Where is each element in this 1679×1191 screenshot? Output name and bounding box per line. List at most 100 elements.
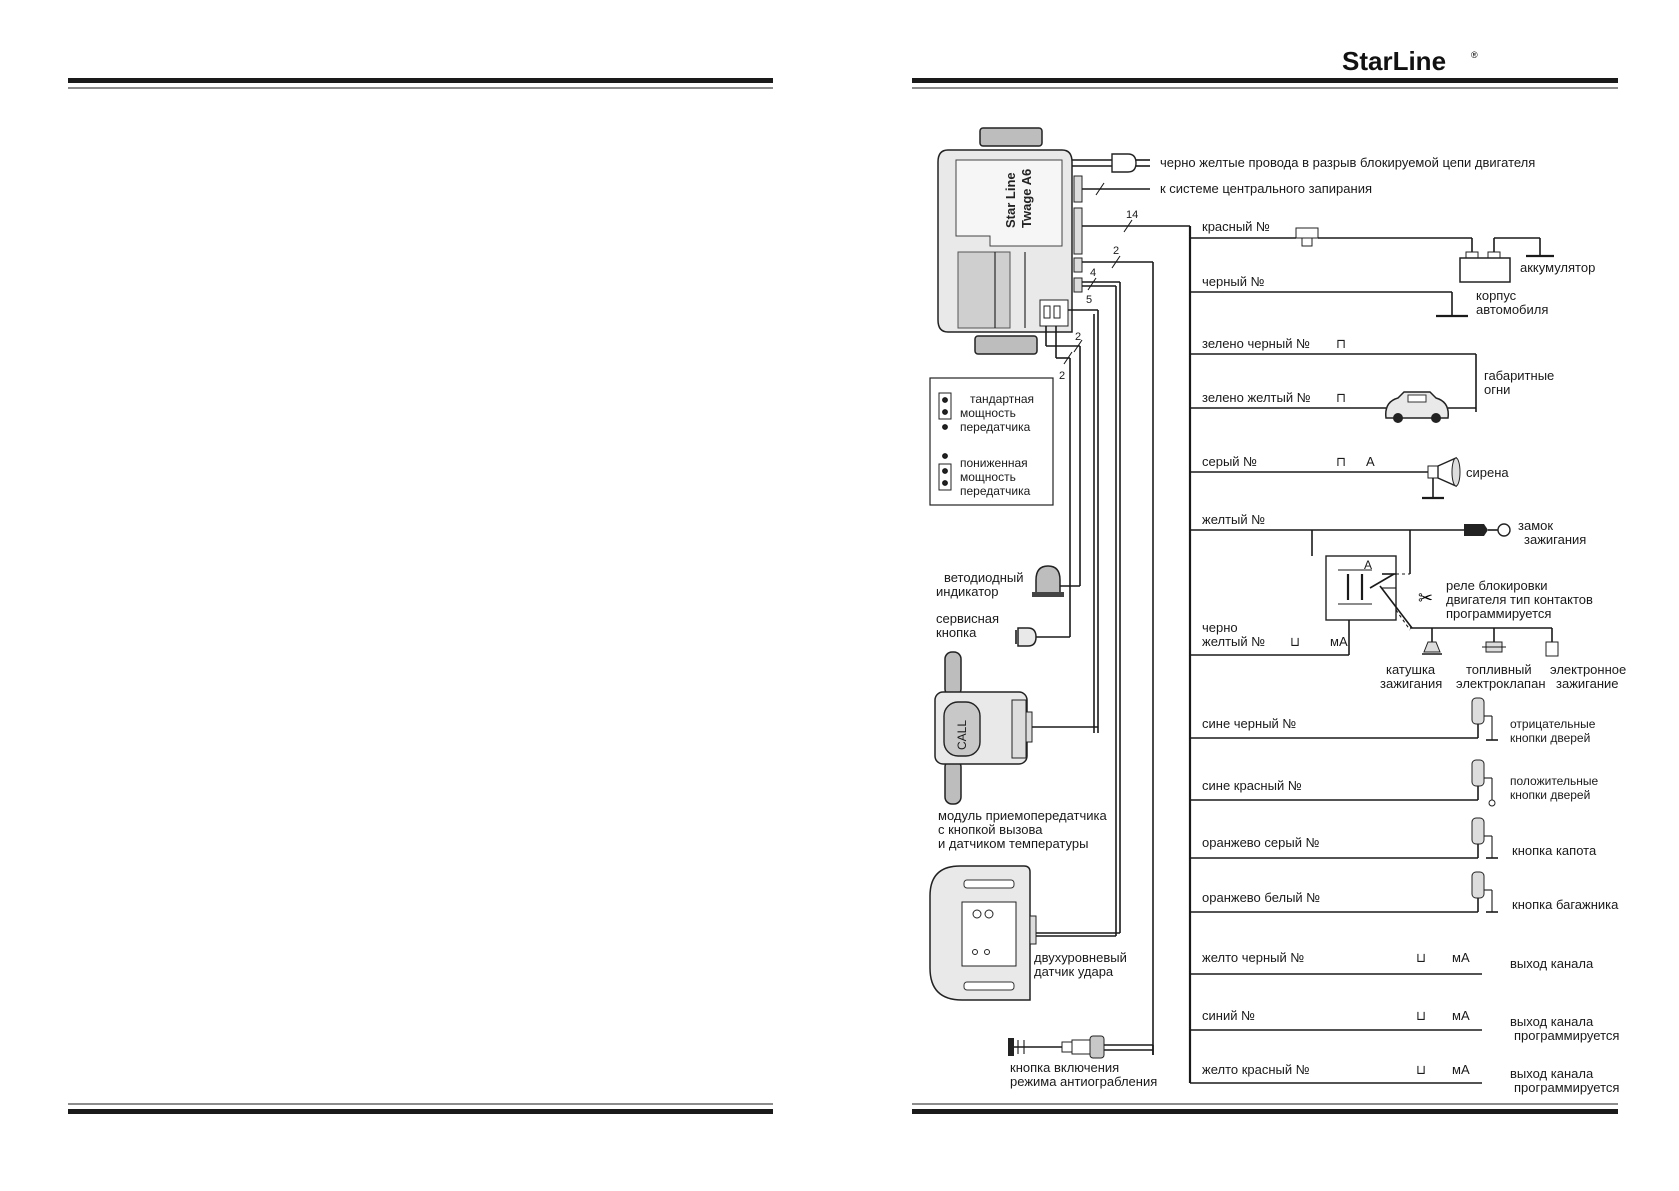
antihijack-label-2: режима антиограбления [1010, 1074, 1157, 1089]
central-lock-label: к системе центрального запирания [1160, 181, 1372, 196]
count-c2c: 2 [1059, 370, 1065, 382]
wire-label-4: зелено желтый № [1202, 390, 1311, 405]
count-c5: 5 [1086, 294, 1092, 306]
count-c4: 4 [1090, 267, 1096, 279]
wire-unit-13: мА [1452, 1008, 1470, 1023]
wire-label-7-2: желтый № [1202, 634, 1265, 649]
jumper-standard-3: передатчика [960, 420, 1031, 434]
jumper-reduced-1: пониженная [960, 456, 1028, 470]
pulse-icon-13: ⊔ [1416, 1008, 1426, 1023]
siren-label: сирена [1466, 465, 1509, 480]
pos-doors-label-2: кнопки дверей [1510, 788, 1590, 802]
door-buttons: отрицательные кнопки дверей положительны… [1190, 697, 1619, 913]
pulse-icon-5: ⊓ [1336, 454, 1346, 469]
wire-label-14: желто красный № [1202, 1062, 1310, 1077]
jumper-standard-2: мощность [960, 406, 1016, 420]
out3-label-1: выход канала [1510, 1066, 1594, 1081]
body-label-2: автомобиля [1476, 302, 1548, 317]
shock-label-2: датчик удара [1034, 964, 1114, 979]
transceiver-module: CALL модуль приемопередатчика с кнопкой … [934, 651, 1108, 851]
pulse-icon-3: ⊓ [1336, 336, 1346, 351]
trunk-label: кнопка багажника [1512, 897, 1619, 912]
neg-doors-label-2: кнопки дверей [1510, 731, 1590, 745]
shock-sensor: двухуровневый датчик удара [929, 865, 1127, 1001]
led-indicator: ветодиодный индикатор [936, 565, 1080, 599]
fuel-label-1: топливный [1466, 662, 1532, 677]
out1-label: выход канала [1510, 956, 1594, 971]
wire-label-3: зелено черный № [1202, 336, 1310, 351]
wire-label-8: сине черный № [1202, 716, 1296, 731]
electronic-label-2: зажигание [1556, 676, 1619, 691]
service-button: сервисная кнопка [936, 611, 1070, 647]
out3-label-2: программируется [1514, 1080, 1619, 1095]
jumper-box: тандартная мощность передатчика пониженн… [929, 377, 1054, 506]
transceiver-label-1: модуль приемопередатчика [938, 808, 1108, 823]
blocking-wires-label: черно желтые провода в разрыв блокируемо… [1160, 155, 1535, 170]
antihijack-label-1: кнопка включения [1010, 1060, 1119, 1075]
battery-label: аккумулятор [1520, 260, 1595, 275]
relay-a-label: А [1364, 558, 1372, 572]
pulse-icon-14: ⊔ [1416, 1062, 1426, 1077]
transceiver-label-3: и датчиком температуры [938, 836, 1088, 851]
wire-label-5: серый № [1202, 454, 1257, 469]
ignition-lock-label-2: зажигания [1524, 532, 1586, 547]
neg-doors-label-1: отрицательные [1510, 717, 1596, 731]
coil-label-1: катушка [1386, 662, 1436, 677]
scissors-icon: ✂ [1418, 588, 1433, 608]
unit-label-line2: Twage A6 [1019, 169, 1034, 228]
lights-label-2: огни [1484, 382, 1510, 397]
electronic-label-1: электронное [1550, 662, 1626, 677]
count-c2b: 2 [1075, 331, 1081, 343]
output-channels: выход канала выход канала программируетс… [1190, 956, 1619, 1095]
pulse-icon-7: ⊔ [1290, 634, 1300, 649]
wire-label-11: оранжево белый № [1202, 890, 1320, 905]
pos-doors-label-1: положительные [1510, 774, 1598, 788]
count-main: 14 [1126, 209, 1138, 221]
wire-rows: красный № черный № зелено черный № ⊓ зелено … [1202, 219, 1470, 1077]
relay-label-1: реле блокировки [1446, 578, 1548, 593]
wire-unit-12: мА [1452, 950, 1470, 965]
wire-label-2: черный № [1202, 274, 1265, 289]
body-ground: корпус автомобиля [1190, 288, 1548, 318]
hood-label: кнопка капота [1512, 843, 1597, 858]
jumper-reduced-2: мощность [960, 470, 1016, 484]
service-label-1: сервисная [936, 611, 999, 626]
coil-label-2: зажигания [1380, 676, 1442, 691]
pulse-icon-4: ⊓ [1336, 390, 1346, 405]
transceiver-label-2: с кнопкой вызова [938, 822, 1043, 837]
starline-logo: StarLine [1342, 46, 1446, 76]
jumper-standard-1: тандартная [970, 392, 1034, 406]
parking-lights: габаритные огни [1190, 353, 1554, 423]
registered-mark: ® [1471, 50, 1478, 60]
central-unit: Star Line Twage A6 [937, 127, 1083, 355]
left-page-rules [68, 78, 773, 1114]
relay-label-2: двигателя тип контактов [1446, 592, 1593, 607]
ignition-relay: замок зажигания А ✂ реле блокировки двиг… [1190, 518, 1626, 691]
fuel-label-2: электроклапан [1456, 676, 1546, 691]
relay-label-3: программируется [1446, 606, 1551, 621]
wire-label-12: желто черный № [1202, 950, 1304, 965]
led-label-2: индикатор [936, 584, 998, 599]
wire-unit-14: мА [1452, 1062, 1470, 1077]
pulse-icon-12: ⊔ [1416, 950, 1426, 965]
wire-label-9: сине красный № [1202, 778, 1302, 793]
lights-label-1: габаритные [1484, 368, 1554, 383]
siren: сирена [1190, 456, 1509, 500]
wire-label-6: желтый № [1202, 512, 1265, 527]
count-c2a: 2 [1113, 245, 1119, 257]
right-page-rules [912, 78, 1618, 1114]
battery-circuit: аккумулятор [1190, 227, 1595, 283]
shock-label-1: двухуровневый [1034, 950, 1127, 965]
wire-unit-7: мА [1330, 634, 1348, 649]
wire-label-1: красный № [1202, 219, 1270, 234]
service-label-2: кнопка [936, 625, 977, 640]
wire-unit-5: А [1366, 454, 1375, 469]
top-wires: черно желтые провода в разрыв блокируемо… [1072, 153, 1535, 196]
out2-label-2: программируется [1514, 1028, 1619, 1043]
wire-label-10: оранжево серый № [1202, 835, 1320, 850]
jumper-reduced-3: передатчика [960, 484, 1031, 498]
out2-label-1: выход канала [1510, 1014, 1594, 1029]
wire-label-7-1: черно [1202, 620, 1238, 635]
unit-label-line1: Star Line [1003, 172, 1018, 228]
led-label-1: ветодиодный [944, 570, 1023, 585]
